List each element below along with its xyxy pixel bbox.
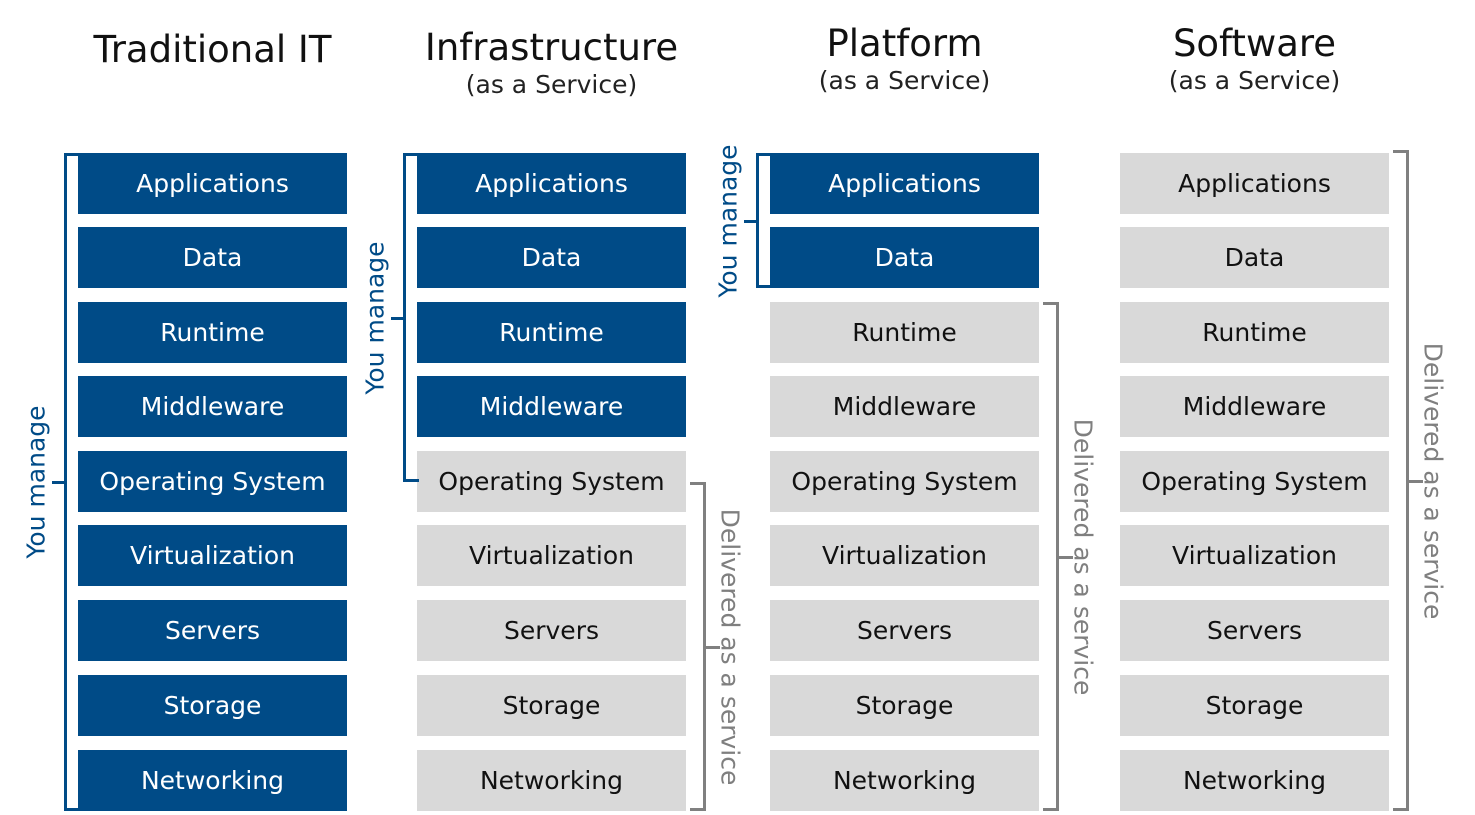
delivered-as-service-bracket	[690, 482, 706, 811]
you-manage-label: You manage	[21, 405, 51, 559]
layer-virtualization: Virtualization	[770, 525, 1039, 586]
layer-applications: Applications	[1120, 153, 1389, 214]
delivered-as-service-label: Delivered as a service	[1418, 342, 1448, 619]
delivered-as-service-bracket	[1393, 150, 1409, 811]
layer-servers: Servers	[770, 600, 1039, 661]
column-subtitle: (as a Service)	[818, 66, 991, 95]
you-manage-bracket	[403, 153, 419, 482]
layer-operating-system: Operating System	[1120, 451, 1389, 512]
layer-servers: Servers	[1120, 600, 1389, 661]
layer-operating-system: Operating System	[417, 451, 686, 512]
you-manage-bracket	[64, 153, 80, 811]
layer-operating-system: Operating System	[770, 451, 1039, 512]
layer-data: Data	[78, 227, 347, 288]
column-title-text: Platform	[826, 22, 983, 65]
layer-data: Data	[770, 227, 1039, 288]
column-title-text: Infrastructure	[424, 26, 679, 69]
layer-applications: Applications	[417, 153, 686, 214]
layer-runtime: Runtime	[417, 302, 686, 363]
layer-storage: Storage	[417, 675, 686, 736]
layer-runtime: Runtime	[1120, 302, 1389, 363]
layer-servers: Servers	[78, 600, 347, 661]
delivered-as-service-label: Delivered as a service	[715, 508, 745, 785]
you-manage-bracket-tick	[52, 481, 66, 484]
you-manage-bracket	[756, 153, 772, 288]
layer-runtime: Runtime	[770, 302, 1039, 363]
layer-operating-system: Operating System	[78, 451, 347, 512]
layer-applications: Applications	[78, 153, 347, 214]
layer-servers: Servers	[417, 600, 686, 661]
layer-storage: Storage	[1120, 675, 1389, 736]
delivered-as-service-label: Delivered as a service	[1068, 418, 1098, 695]
column-title: Platform(as a Service)	[730, 22, 1079, 96]
you-manage-bracket-tick	[744, 219, 758, 223]
column-title: Traditional IT	[38, 28, 387, 72]
layer-data: Data	[417, 227, 686, 288]
layer-virtualization: Virtualization	[417, 525, 686, 586]
you-manage-label: You manage	[360, 240, 390, 395]
layer-virtualization: Virtualization	[1120, 525, 1389, 586]
delivered-bracket-tick	[706, 645, 720, 649]
layer-runtime: Runtime	[78, 302, 347, 363]
layer-middleware: Middleware	[417, 376, 686, 437]
layer-storage: Storage	[770, 675, 1039, 736]
delivered-bracket-tick	[1409, 479, 1423, 483]
delivered-bracket-tick	[1059, 555, 1073, 559]
layer-middleware: Middleware	[78, 376, 347, 437]
layer-middleware: Middleware	[770, 376, 1039, 437]
column-title-text: Software	[1172, 22, 1337, 65]
column-subtitle: (as a Service)	[1168, 66, 1341, 95]
you-manage-bracket-tick	[391, 316, 405, 320]
you-manage-label: You manage	[713, 143, 743, 298]
column-subtitle: (as a Service)	[465, 70, 638, 99]
layer-networking: Networking	[1120, 750, 1389, 811]
layer-middleware: Middleware	[1120, 376, 1389, 437]
layer-storage: Storage	[78, 675, 347, 736]
layer-applications: Applications	[770, 153, 1039, 214]
layer-networking: Networking	[417, 750, 686, 811]
delivered-as-service-bracket	[1043, 302, 1059, 811]
layer-networking: Networking	[78, 750, 347, 811]
column-title-text: Traditional IT	[93, 28, 332, 71]
layer-data: Data	[1120, 227, 1389, 288]
layer-virtualization: Virtualization	[78, 525, 347, 586]
column-title: Infrastructure(as a Service)	[377, 26, 726, 100]
layer-networking: Networking	[770, 750, 1039, 811]
column-title: Software(as a Service)	[1080, 22, 1429, 96]
